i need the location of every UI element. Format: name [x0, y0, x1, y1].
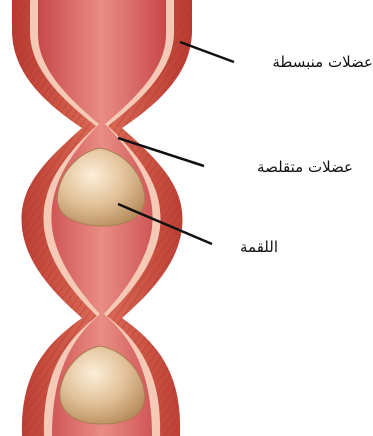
label-relaxed-muscles: عضلات منبسطة	[272, 53, 373, 71]
label-food-bolus: اللقمة	[240, 238, 278, 256]
label-contracted-muscles: عضلات متقلصة	[257, 158, 353, 176]
